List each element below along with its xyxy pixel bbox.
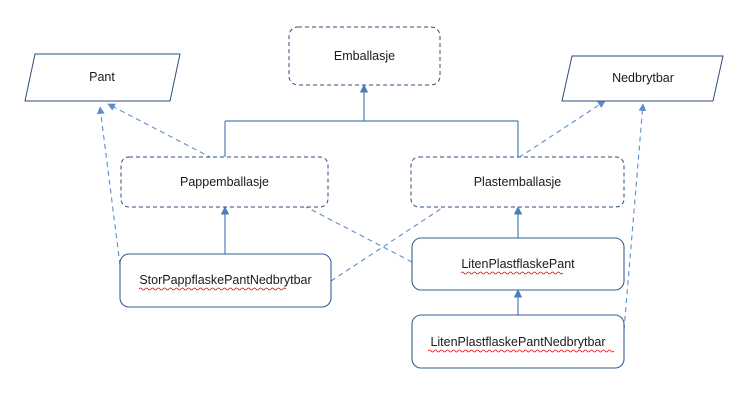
node-plastemballasje[interactable]: Plastemballasje [410, 156, 625, 208]
node-nedbrytbar-label: Nedbrytbar [612, 71, 674, 85]
node-pappemballasje-label: Pappemballasje [180, 175, 269, 189]
edge-litenplastnedbrytbar-to-nedbrytbar [623, 103, 647, 331]
node-storpappflaske[interactable]: StorPappflaskePantNedbrytbar [119, 253, 332, 308]
spellcheck-underline [460, 271, 564, 275]
solid-connectors [220, 84, 523, 315]
node-litenplastflaske-pant-label: LitenPlastflaskePant [461, 257, 575, 271]
spellcheck-underline [138, 287, 287, 291]
node-litenplastflaske-pant-nedbrytbar-label: LitenPlastflaskePantNedbrytbar [430, 335, 605, 349]
node-litenplastflaske-pant-nedbrytbar[interactable]: LitenPlastflaskePantNedbrytbar [411, 314, 625, 369]
node-emballasje-label: Emballasje [334, 49, 395, 63]
node-pant[interactable]: Pant [24, 53, 181, 102]
node-pappemballasje[interactable]: Pappemballasje [120, 156, 329, 208]
node-emballasje[interactable]: Emballasje [288, 26, 441, 86]
edge-storpapp-to-pant [97, 106, 121, 266]
node-storpappflaske-label: StorPappflaskePantNedbrytbar [139, 273, 311, 287]
node-plastemballasje-label: Plastemballasje [474, 175, 562, 189]
node-pant-label: Pant [89, 70, 115, 84]
spellcheck-underline [427, 349, 615, 353]
node-litenplastflaske-pant[interactable]: LitenPlastflaskePant [411, 237, 625, 291]
node-nedbrytbar[interactable]: Nedbrytbar [561, 55, 724, 102]
